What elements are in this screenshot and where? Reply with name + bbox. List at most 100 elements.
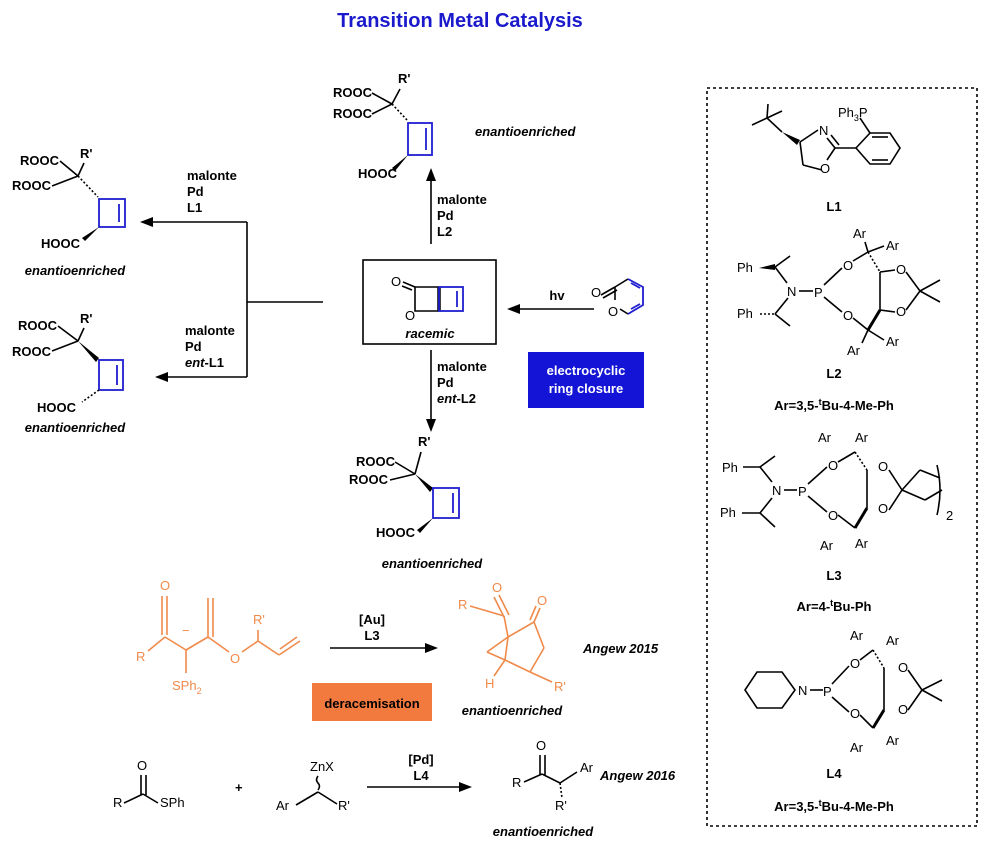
ligand-l3: Ph Ph N P O O Ar Ar Ar Ar O O 2 L3 Ar=4 [720, 430, 953, 614]
angew-2015: Angew 2015 [582, 641, 659, 656]
bottom-reagent-2: Pd [437, 375, 454, 390]
racemic-box [362, 259, 497, 345]
electrocyclic-line-1: electrocyclic [547, 363, 626, 378]
au-sub-o1: O [160, 578, 170, 593]
l3-p: P [798, 484, 807, 499]
zn-rprime: R' [338, 798, 350, 813]
l3-label: L3 [826, 568, 841, 583]
l4-p: P [823, 684, 832, 699]
pd-reagent-2: L4 [413, 768, 429, 783]
bc-hooc: HOOC [376, 525, 416, 540]
l2-ar-1: Ar [853, 226, 867, 241]
au-reagent-1: [Au] [359, 612, 385, 627]
page-title: Transition Metal Catalysis [337, 10, 583, 32]
lt-r-prime: R' [80, 146, 92, 161]
top-rooc-1: ROOC [333, 85, 373, 100]
pyrone: O O [591, 278, 644, 319]
organozinc: ZnX Ar R' [276, 759, 350, 813]
bottom-center-product: ROOC ROOC R' HOOC enantioenriched [349, 434, 483, 571]
lt-reagent-3: L1 [187, 200, 202, 215]
l3-ph-1: Ph [722, 460, 738, 475]
l3-o3: O [878, 459, 888, 474]
l2-ph-2: Ph [737, 306, 753, 321]
l1-o: O [820, 161, 830, 176]
l3-ph-2: Ph [720, 505, 736, 520]
l1-n: N [819, 123, 828, 138]
bc-r-prime: R' [418, 434, 430, 449]
l4-ar-4: Ar [886, 733, 900, 748]
left-top-product: ROOC ROOC R' HOOC enantioenriched [12, 146, 126, 278]
au-sub-minus: − [182, 623, 190, 638]
lt-reagent-2: Pd [187, 184, 204, 199]
l4-ar-def: Ar=3,5-tBu-4-Me-Ph [774, 798, 894, 814]
top-product: ROOC ROOC R' HOOC enantioenriched [333, 71, 576, 181]
lb-reagent-2: Pd [185, 339, 202, 354]
ket-o: O [536, 738, 546, 753]
l2-o4: O [896, 304, 906, 319]
l2-n: N [787, 284, 796, 299]
lt-enantio: enantioenriched [25, 263, 126, 278]
lt-hooc: HOOC [41, 236, 81, 251]
plus-sign: + [235, 780, 243, 795]
lb-hooc: HOOC [37, 400, 77, 415]
l4-ar-2: Ar [886, 633, 900, 648]
l2-p: P [814, 285, 823, 300]
top-reagent-2: Pd [437, 208, 454, 223]
l3-o4: O [878, 501, 888, 516]
au-sub-o2: O [230, 651, 240, 666]
ligand-l2: Ph Ph N P O O Ar Ar Ar Ar O O L2 [737, 226, 941, 413]
l3-ar-2: Ar [855, 430, 869, 445]
bottom-reagent-1: malonte [437, 359, 487, 374]
ligand-l1: N O Ph3P L1 [751, 103, 901, 214]
l1-label: L1 [826, 199, 841, 214]
bc-rooc-1: ROOC [356, 454, 396, 469]
bottom-reagent-3: ent-L2 [437, 391, 476, 406]
gold-product: O R O H R' enantioenriched [458, 580, 566, 718]
thio-sph: SPh [160, 795, 185, 810]
au-sub-r: R [136, 649, 145, 664]
l2-ar-4: Ar [886, 334, 900, 349]
ligand-panel [706, 87, 978, 827]
au-reagent-2: L3 [364, 628, 379, 643]
l3-ar-4: Ar [855, 536, 869, 551]
l3-subscript: 2 [946, 508, 953, 523]
ket-ar: Ar [580, 760, 594, 775]
thioester: O R SPh [113, 758, 185, 810]
au-enantio: enantioenriched [462, 703, 563, 718]
lt-reagent-1: malonte [187, 168, 237, 183]
lb-r-prime: R' [80, 311, 92, 326]
au-prod-r: R [458, 597, 467, 612]
top-reagent-3: L2 [437, 224, 452, 239]
deracemisation-label: deracemisation [324, 696, 419, 711]
l3-ar-3: Ar [820, 538, 834, 553]
lt-rooc-1: ROOC [20, 153, 60, 168]
pyrone-carbonyl-o: O [591, 285, 601, 300]
l2-ar-2: Ar [886, 238, 900, 253]
l4-label: L4 [826, 766, 842, 781]
l4-o3: O [898, 660, 908, 675]
zn-znx: ZnX [310, 759, 334, 774]
bc-enantio: enantioenriched [382, 556, 483, 571]
ligand-l4: N P O O Ar Ar Ar Ar O O L4 Ar=3,5-tBu-4-… [744, 628, 943, 814]
ket-enantio: enantioenriched [493, 824, 594, 839]
l2-o2: O [843, 308, 853, 323]
l4-ar-1: Ar [850, 628, 864, 643]
ketone-product: O R Ar R' enantioenriched [493, 738, 594, 839]
au-prod-o2: O [537, 593, 547, 608]
l4-o1: O [850, 656, 860, 671]
racemic-label: racemic [405, 326, 455, 341]
top-hooc: HOOC [358, 166, 398, 181]
angew-2016: Angew 2016 [599, 768, 676, 783]
l4-o4: O [898, 702, 908, 717]
top-enantio: enantioenriched [475, 124, 576, 139]
deracemisation-badge [312, 683, 432, 721]
electrocyclic-badge [528, 352, 644, 408]
l4-o2: O [850, 706, 860, 721]
l3-o2: O [828, 508, 838, 523]
top-rooc-2: ROOC [333, 106, 373, 121]
l3-n: N [772, 483, 781, 498]
l2-label: L2 [826, 366, 841, 381]
lb-reagent-1: malonte [185, 323, 235, 338]
electrocyclic-line-2: ring closure [549, 381, 623, 396]
